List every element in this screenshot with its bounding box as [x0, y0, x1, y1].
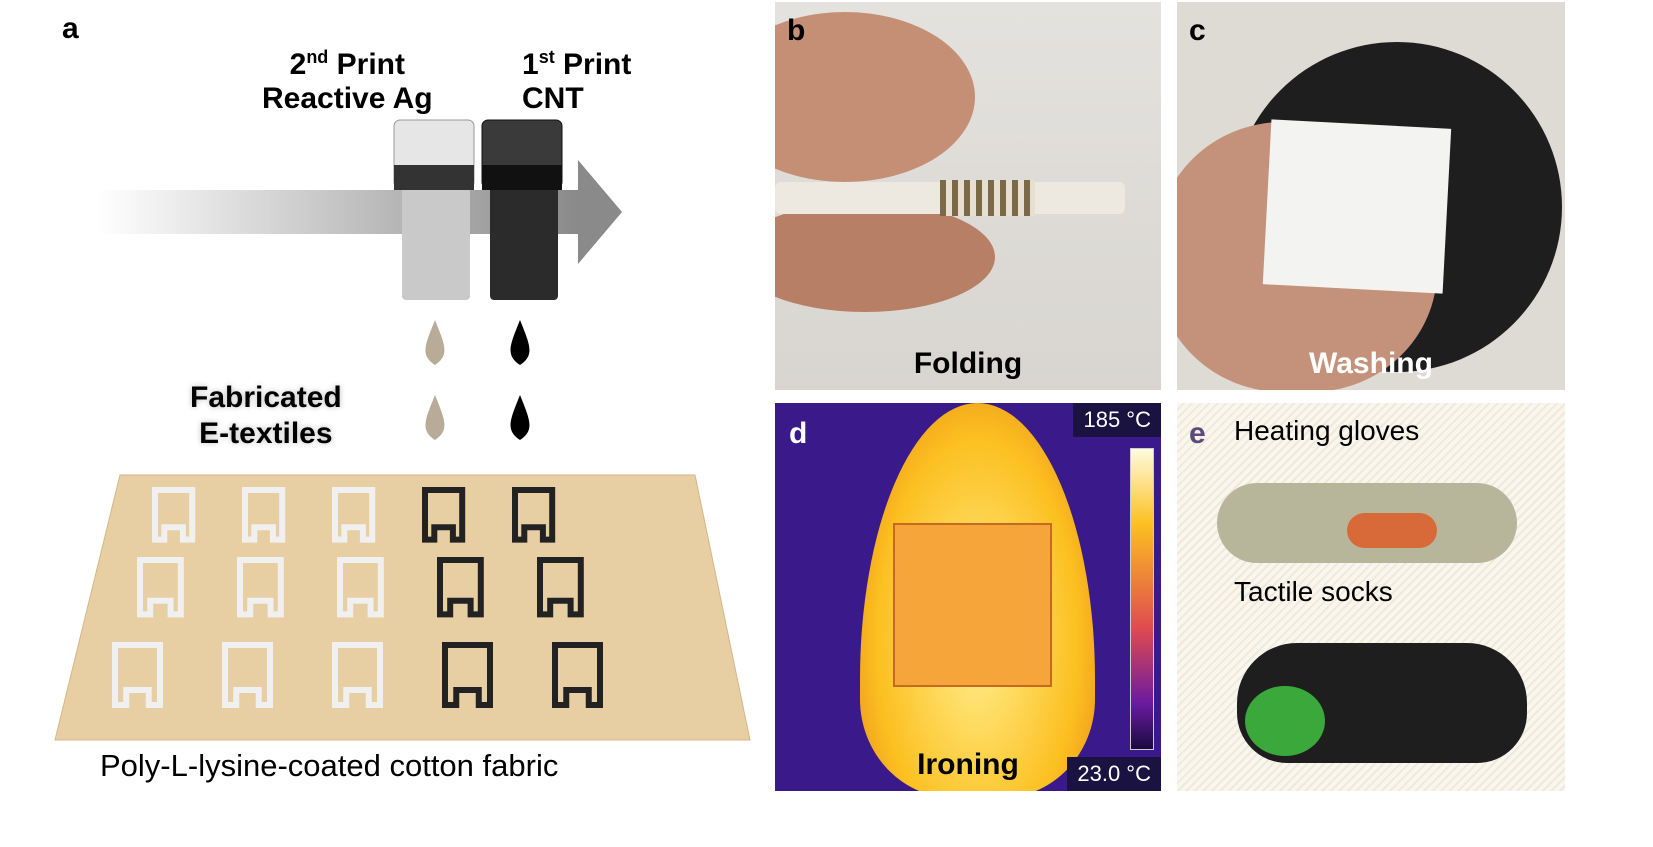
sensor-pattern: [442, 642, 493, 708]
panel-c-label: c: [1189, 14, 1206, 47]
panel-b-label: b: [787, 14, 806, 47]
sensor-pattern: [237, 557, 284, 618]
ironing-caption: Ironing: [917, 748, 1019, 781]
panel-d-thermal: 185 °C 23.0 °C d Ironing: [775, 403, 1161, 791]
second-print-title: 2nd Print: [262, 40, 433, 82]
second-print-label: 2nd Print Reactive Ag: [262, 40, 433, 116]
washing-caption: Washing: [1309, 347, 1433, 380]
panel-e-applications: e Heating gloves Tactile socks: [1177, 403, 1565, 791]
print-word: Print: [554, 48, 632, 81]
first-print-label: 1st Print CNT: [522, 40, 631, 116]
fabricated-etextiles-label: Fabricated E-textiles: [190, 380, 342, 452]
sensor-pattern: [222, 642, 273, 708]
tactile-socks-label: Tactile socks: [1234, 576, 1393, 607]
fabricated-line1: Fabricated: [190, 381, 342, 414]
sensor-pattern: [422, 487, 466, 543]
fabric-caption: Poly-L-lysine-coated cotton fabric: [100, 748, 559, 783]
max-temp-label: 185 °C: [1073, 403, 1161, 437]
sensor-pattern: [332, 487, 376, 543]
sock-sensor-patch: [1245, 686, 1325, 756]
heating-gloves-label: Heating gloves: [1234, 415, 1420, 446]
sensor-pattern: [437, 557, 484, 618]
sensor-pattern: [537, 557, 584, 618]
sensor-pattern: [512, 487, 556, 543]
panel-e-label: e: [1189, 417, 1206, 450]
ordinal: 2: [289, 48, 307, 81]
heater-patch: [1347, 513, 1437, 548]
sensor-pattern: [552, 642, 603, 708]
ordinal-suffix: st: [538, 47, 555, 67]
fabricated-line2: E-textiles: [199, 417, 333, 450]
temperature-colorbar: [1130, 448, 1154, 750]
printed-sensors: [112, 487, 603, 708]
washed-textile: [1262, 119, 1452, 294]
folding-caption: Folding: [913, 347, 1023, 380]
ag-droplet-icon: [425, 320, 445, 440]
fabric-sheet: [54, 474, 751, 741]
ag-cartridge: [393, 119, 475, 300]
panel-d-label: d: [789, 417, 808, 450]
sensor-pattern: [242, 487, 286, 543]
sensor-pattern: [137, 557, 184, 618]
sensor-pattern: [152, 487, 196, 543]
sensor-pattern: [332, 642, 383, 708]
sensor-bands: [940, 180, 1035, 216]
first-print-title: 1st Print: [522, 40, 631, 82]
cnt-cartridge: [481, 119, 563, 300]
first-print-material: CNT: [522, 82, 584, 115]
sensor-pattern: [337, 557, 384, 618]
finger: [775, 12, 975, 182]
second-print-material: Reactive Ag: [262, 82, 433, 115]
panel-a-label: a: [62, 12, 79, 45]
ordinal-suffix: nd: [306, 47, 329, 67]
print-process-illustration: [54, 119, 751, 741]
cnt-droplet-icon: [510, 320, 530, 440]
panel-a: a 2nd Print Reactive Ag 1st Print CNT: [0, 0, 770, 800]
print-word: Print: [328, 48, 405, 81]
textile-on-iron: [893, 523, 1052, 687]
min-temp-label: 23.0 °C: [1067, 757, 1161, 791]
panel-b-photo: b Folding: [775, 2, 1161, 390]
panel-c-photo: c Washing: [1177, 2, 1565, 390]
thumb: [775, 202, 995, 312]
sensor-pattern: [112, 642, 163, 708]
ordinal: 1: [522, 48, 539, 81]
